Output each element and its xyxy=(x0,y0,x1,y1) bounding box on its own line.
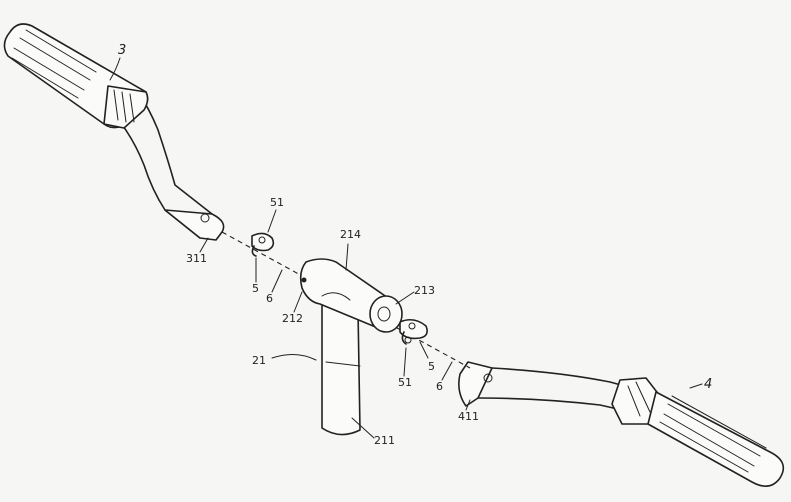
label-6-left: 6 xyxy=(266,292,273,305)
right-handlebar xyxy=(458,361,785,487)
label-211: 211 xyxy=(374,434,395,447)
label-6-right: 6 xyxy=(436,380,443,393)
left-pin xyxy=(251,232,275,257)
label-411: 411 xyxy=(458,410,479,423)
label-5-right: 5 xyxy=(428,360,435,373)
right-grip xyxy=(647,391,785,487)
label-212: 212 xyxy=(282,312,303,325)
axis-line xyxy=(221,231,471,369)
label-51-right: 51 xyxy=(398,376,412,389)
label-214: 214 xyxy=(340,228,361,241)
left-handlebar xyxy=(3,23,225,241)
reference-labels: 3 4 311 411 51 51 5 5 6 6 214 213 212 21… xyxy=(109,43,712,447)
left-grip xyxy=(3,23,149,129)
label-51-left: 51 xyxy=(270,196,284,209)
right-pin xyxy=(399,318,428,345)
label-4: 4 xyxy=(704,377,712,392)
label-311: 311 xyxy=(186,252,207,265)
label-213: 213 xyxy=(414,284,435,297)
stem xyxy=(299,258,403,436)
label-5-left: 5 xyxy=(252,282,259,295)
label-3: 3 xyxy=(118,43,126,58)
label-21: 21 xyxy=(252,354,266,367)
